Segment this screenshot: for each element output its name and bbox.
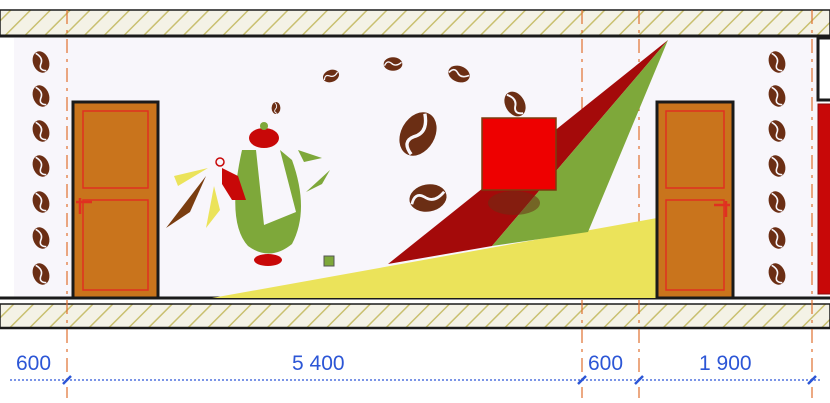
pot-ray-4 <box>298 150 322 162</box>
pot-ray-2 <box>166 176 206 228</box>
pot-lid <box>249 128 279 148</box>
pot-ray-5 <box>306 170 330 192</box>
dimension-line <box>10 375 822 385</box>
door-panel-upper <box>665 110 725 189</box>
top-slab <box>0 9 830 37</box>
coffee-bean-icon <box>271 101 281 115</box>
dimension-label-600-left: 600 <box>16 352 52 375</box>
dimension-tick <box>634 375 644 385</box>
square-shadow <box>488 191 540 215</box>
dimension-tick <box>62 375 72 385</box>
pot-body <box>235 150 301 254</box>
dimension-tick <box>577 375 587 385</box>
dimension-label-5400: 5 400 <box>292 352 345 375</box>
bottom-slab <box>0 303 830 329</box>
axis-lines <box>66 10 813 398</box>
pot-ray-1 <box>174 168 208 186</box>
pot-knob <box>260 122 268 130</box>
right-edge-red <box>817 103 830 295</box>
pot-small-square <box>323 255 335 267</box>
right-column <box>816 36 830 102</box>
mural-green-diagonal <box>492 40 668 246</box>
dimension-label-1900: 1 900 <box>699 352 752 375</box>
left-door <box>71 100 160 300</box>
right-door <box>655 100 735 300</box>
coffee-pot-figure <box>166 122 335 267</box>
dimension-tick <box>807 375 817 385</box>
door-panel-lower <box>82 199 149 291</box>
pot-cup <box>222 168 246 200</box>
coffee-bean-icon <box>382 56 404 72</box>
dimension-label-600-middle: 600 <box>588 352 624 375</box>
door-panel-lower <box>665 199 725 291</box>
pot-cup-dot <box>215 157 225 167</box>
door-panel-upper <box>82 110 149 189</box>
pot-ray-3 <box>206 186 220 228</box>
mural-red-square <box>481 117 557 191</box>
pot-saucer <box>254 254 282 266</box>
door-handle-icon <box>76 198 92 214</box>
door-handle-icon <box>714 201 730 217</box>
